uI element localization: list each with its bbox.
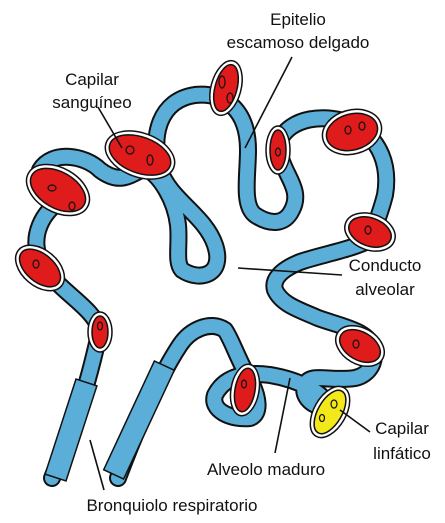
label-capillary-line1: Capilar [65,70,119,89]
label-epithelium-line1: Epitelio [270,10,326,29]
bronchiole-right-wall [104,361,175,479]
label-mature-alveolus: Alveolo maduro [207,460,325,479]
label-duct-line2: alveolar [355,280,415,299]
capillary-lower-left [88,312,112,352]
label-bronchiole: Bronquiolo respiratorio [86,496,257,515]
bronchiole-left-wall [45,379,97,481]
label-epithelium-line2: escamoso delgado [227,33,370,52]
label-duct-line1: Conducto [349,256,422,275]
leader-lymphatic [340,410,370,432]
label-lymphatic-line2: linfático [373,444,431,463]
label-lymphatic-line1: Capilar [375,419,429,438]
leader-mature-alveolus [275,378,290,453]
capillary-mid-top [266,126,290,174]
leader-bronchiole [90,440,104,490]
label-capillary-line2: sanguíneo [52,93,131,112]
bronchiole-epithelium [45,361,174,481]
